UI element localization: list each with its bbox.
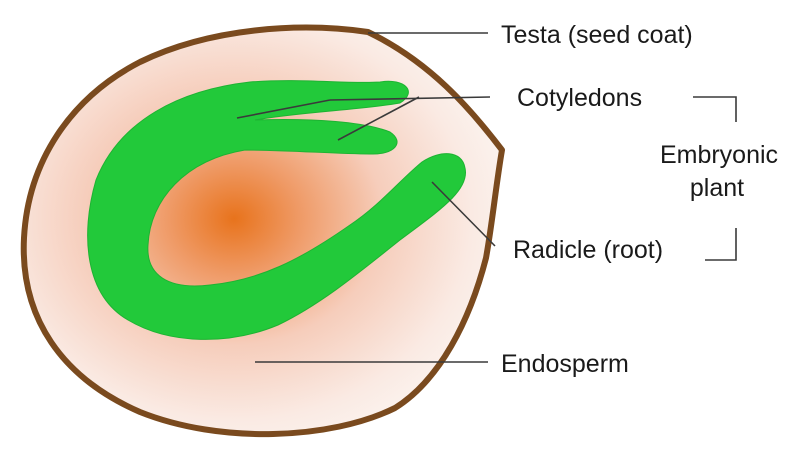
- label-testa: Testa (seed coat): [501, 21, 693, 49]
- label-cotyledons: Cotyledons: [517, 84, 642, 112]
- embryonic-plant-bracket: [693, 97, 736, 122]
- label-endosperm: Endosperm: [501, 350, 629, 378]
- label-plant: plant: [690, 174, 744, 202]
- label-radicle: Radicle (root): [513, 236, 663, 264]
- label-embryonic: Embryonic: [660, 141, 778, 169]
- embryonic-plant-bracket-lower: [705, 228, 736, 260]
